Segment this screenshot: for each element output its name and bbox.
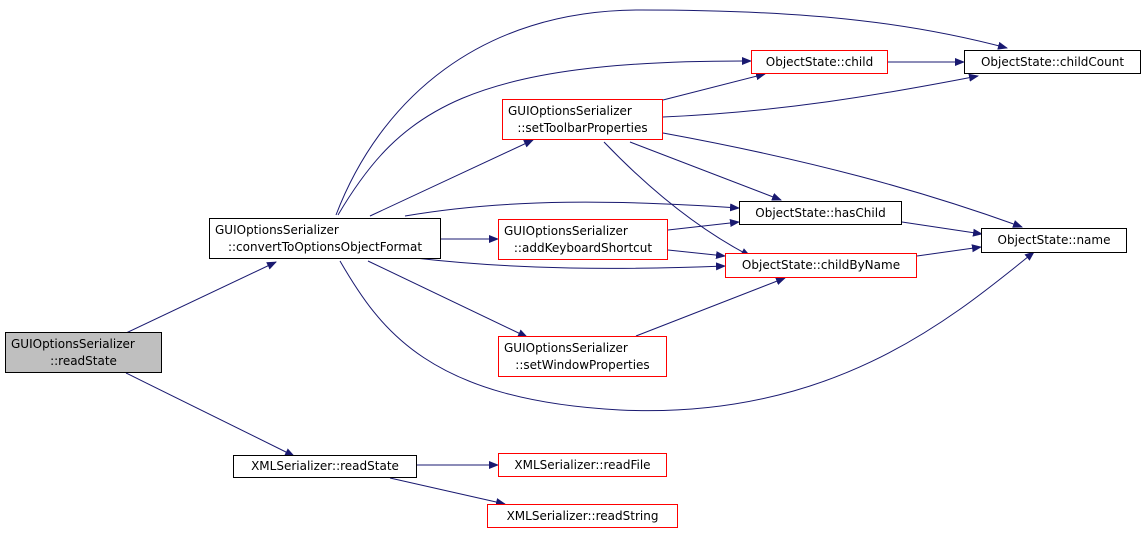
node-xml-serializer-read-state[interactable]: XMLSerializer::readState [233,455,417,478]
node-object-state-has-child[interactable]: ObjectState::hasChild [739,201,902,225]
node-line-1: GUIOptionsSerializer [504,223,628,238]
node-label: ObjectState::childCount [980,54,1125,69]
node-line-2: ::addKeyboardShortcut [513,240,653,255]
node-add-keyboard-shortcut[interactable]: GUIOptionsSerializer ::addKeyboardShortc… [498,219,668,260]
edge-convert-to-child-by-name [414,257,726,271]
edge-add-shortcut-to-child-by-name [667,249,726,260]
edge-convert-to-child [337,56,752,216]
edge-convert-to-child-count [335,9,1008,216]
node-label: ObjectState::hasChild [755,205,886,220]
node-object-state-child-by-name[interactable]: ObjectState::childByName [725,253,917,278]
node-line-1: GUIOptionsSerializer [11,336,135,351]
node-line-2: ::convertToOptionsObjectFormat [227,239,423,254]
node-line-2: ::setToolbarProperties [517,120,648,135]
edge-convert-to-has-child [404,201,740,217]
node-gui-options-serializer-read-state: GUIOptionsSerializer ::readState [5,332,162,373]
edge-has-child-to-name [901,221,983,237]
edge-xml-readstate-to-read-string [389,477,506,506]
node-line-1: GUIOptionsSerializer [215,222,339,237]
node-label: ObjectState::childByName [741,258,901,272]
edge-set-toolbar-to-child-by-name [603,141,751,257]
edge-set-toolbar-to-name [662,132,1023,228]
node-object-state-child[interactable]: ObjectState::child [751,50,888,74]
edge-readstate-to-xml-readstate [125,372,295,457]
node-xml-serializer-read-string[interactable]: XMLSerializer::readString [487,504,678,528]
edge-add-shortcut-to-has-child [667,219,740,231]
node-line-1: GUIOptionsSerializer [508,103,632,118]
node-set-toolbar-properties[interactable]: GUIOptionsSerializer ::setToolbarPropert… [502,99,663,140]
node-line-2: ::readState [50,353,117,368]
edge-set-toolbar-to-child-count [662,73,979,118]
node-label: XMLSerializer::readFile [514,457,651,472]
edge-convert-to-set-toolbar [369,139,534,217]
node-object-state-child-count[interactable]: ObjectState::childCount [964,50,1141,74]
node-label: ObjectState::child [765,54,874,69]
node-label: XMLSerializer::readString [506,508,659,523]
edge-child-by-name-to-name [916,244,982,257]
node-label: ObjectState::name [997,233,1111,247]
node-xml-serializer-read-file[interactable]: XMLSerializer::readFile [498,453,667,477]
node-convert-to-options-object-format[interactable]: GUIOptionsSerializer ::convertToOptionsO… [209,218,441,259]
node-object-state-name[interactable]: ObjectState::name [981,228,1127,253]
edge-set-toolbar-to-has-child [629,141,782,201]
node-line-1: GUIOptionsSerializer [504,340,628,355]
node-label: XMLSerializer::readState [251,459,399,473]
edge-set-toolbar-to-child [662,72,766,101]
edge-readstate-to-convert [125,261,277,334]
node-set-window-properties[interactable]: GUIOptionsSerializer ::setWindowProperti… [498,336,667,377]
edge-convert-to-name [339,251,1035,412]
edge-convert-to-set-window [367,260,528,338]
node-line-2: ::setWindowProperties [515,357,650,372]
edge-set-window-to-child-by-name [635,277,786,337]
